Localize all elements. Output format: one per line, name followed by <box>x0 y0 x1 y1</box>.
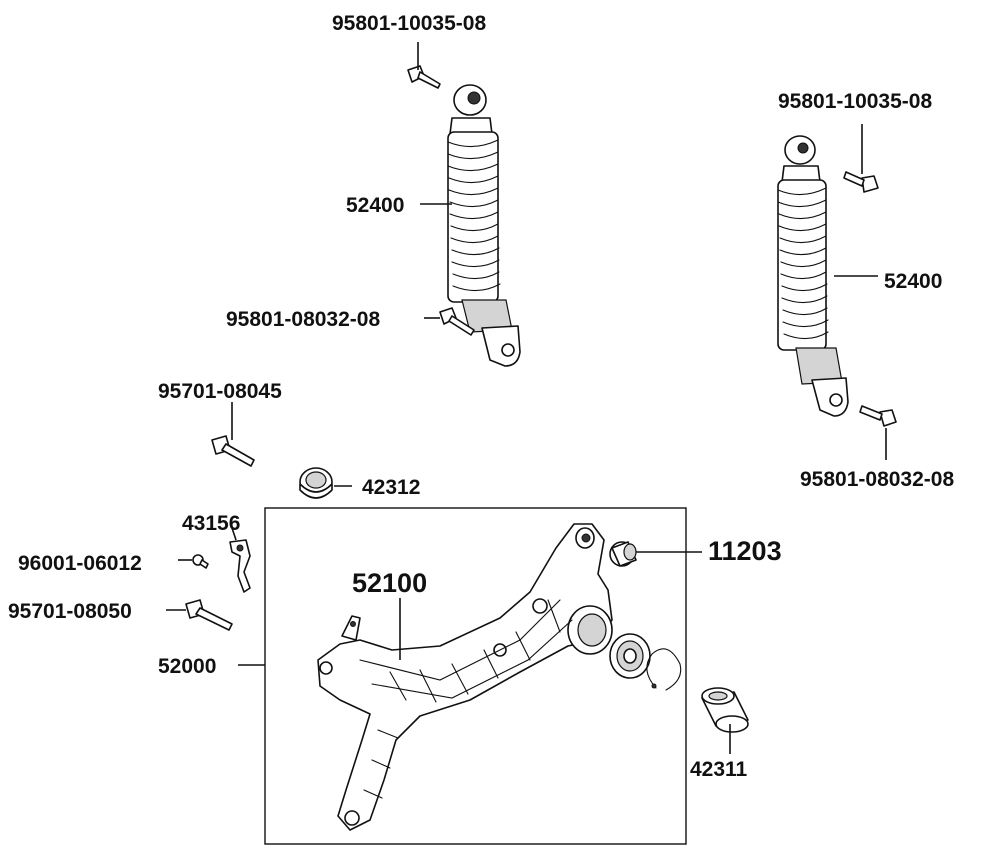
pivot-bolt-lower <box>185 599 233 631</box>
label-bearing-11203: 11203 <box>708 536 782 566</box>
clamp-43156 <box>229 539 251 593</box>
label-screw-96001: 96001-06012 <box>18 552 142 575</box>
screw-96001 <box>192 554 209 569</box>
label-pivot-bolt-upper: 95701-08045 <box>158 380 282 403</box>
label-bushing-42312: 42312 <box>362 476 420 499</box>
swing-arm-52100 <box>317 523 613 831</box>
shock-absorber-left <box>447 84 521 367</box>
collar-42311 <box>701 687 749 733</box>
bolt-shock-right-top <box>843 171 879 193</box>
label-swing-arm-52100: 52100 <box>352 568 427 598</box>
label-shock-right: 52400 <box>884 270 942 293</box>
shock-absorber-right <box>777 135 849 417</box>
bolt-shock-left-bottom <box>439 307 475 336</box>
label-assembly-52000: 52000 <box>158 655 216 678</box>
label-collar-42311: 42311 <box>690 758 748 781</box>
bearing-11203 <box>609 541 637 567</box>
bearing-ring <box>609 633 651 679</box>
bushing-42312 <box>299 467 333 499</box>
assembly-box <box>264 507 687 845</box>
label-shock-left-top-bolt: 95801-10035-08 <box>332 12 486 35</box>
bolt-shock-right-bottom <box>859 405 897 427</box>
pivot-bolt-upper <box>211 435 255 467</box>
bolt-shock-left-top <box>407 65 441 89</box>
label-shock-left-bottom-bolt: 95801-08032-08 <box>226 308 380 331</box>
label-shock-right-top-bolt: 95801-10035-08 <box>778 90 932 113</box>
leader-lines <box>166 42 887 754</box>
label-clamp-43156: 43156 <box>182 512 240 535</box>
circlip <box>646 648 682 691</box>
label-pivot-bolt-lower: 95701-08050 <box>8 600 132 623</box>
label-shock-left: 52400 <box>346 194 404 217</box>
label-shock-right-bottom-bolt: 95801-08032-08 <box>800 468 954 491</box>
